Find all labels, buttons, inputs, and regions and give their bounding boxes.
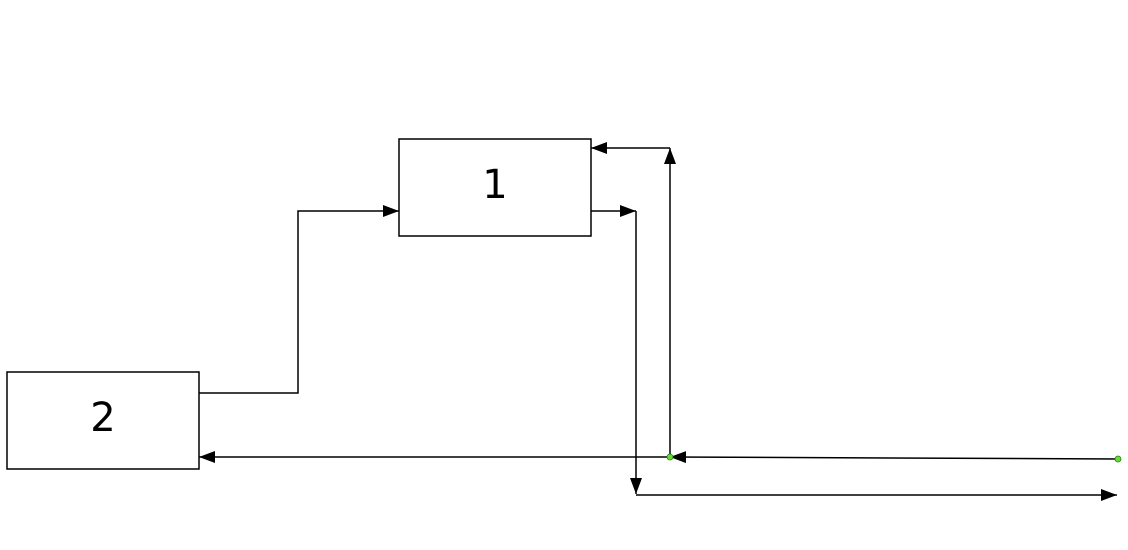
- block-1-rect: [398, 138, 592, 237]
- block-2-label: 2: [90, 395, 115, 441]
- block-1-label: 1: [482, 162, 507, 208]
- system-input-arrow: [669, 451, 1119, 464]
- junction-node: [666, 453, 674, 461]
- block-2-rect: [6, 371, 200, 470]
- connector-2-to-1: [199, 205, 399, 394]
- input-endpoint-node: [1114, 455, 1122, 463]
- block-1: 1: [398, 138, 592, 237]
- block-2: 2: [6, 371, 200, 470]
